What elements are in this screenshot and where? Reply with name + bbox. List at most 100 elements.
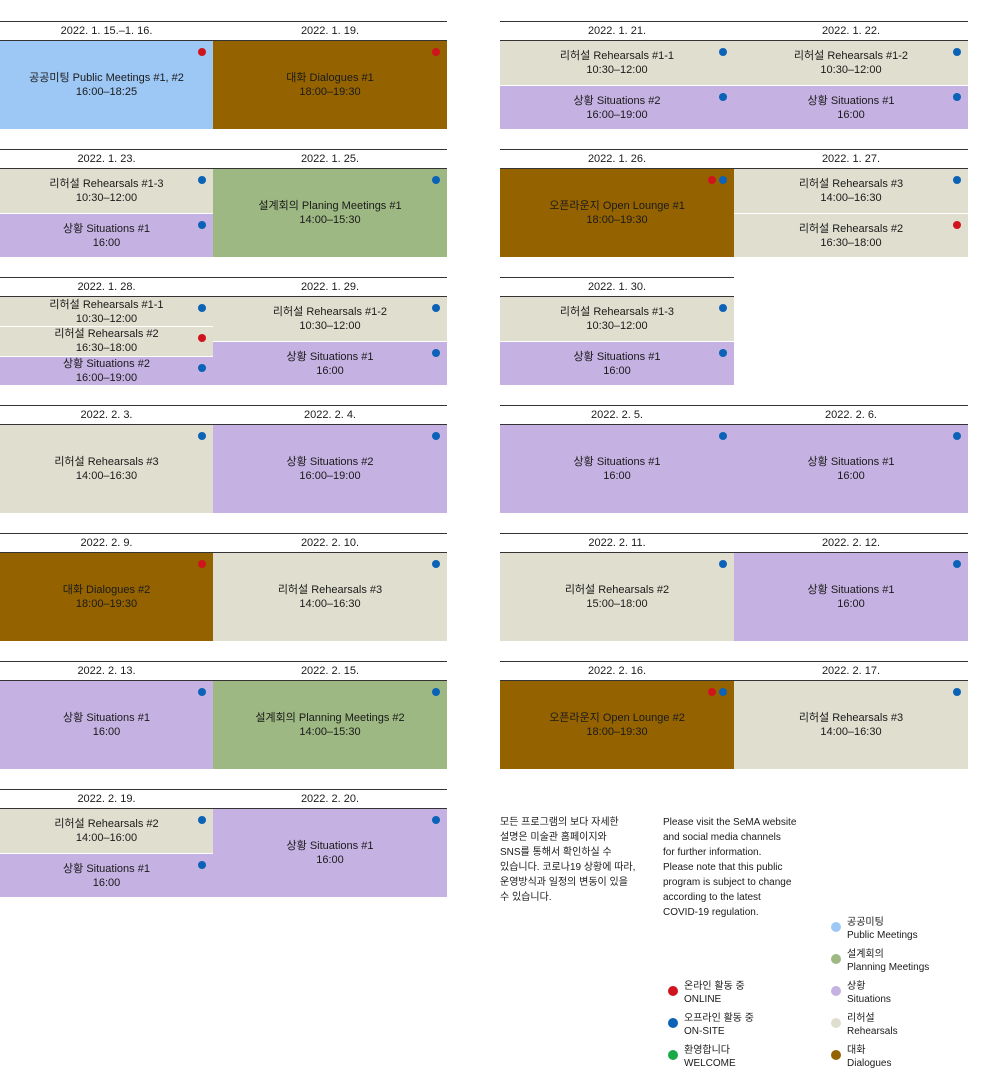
event-time: 16:30–18:00	[820, 236, 882, 249]
onsite-status-dot-icon	[719, 93, 727, 101]
online-dot-icon	[668, 986, 678, 996]
note-line: Please visit the SeMA website	[663, 817, 797, 828]
event-rehearsals[interactable]: 리허설 Rehearsals #1-2 10:30–12:00	[213, 297, 447, 341]
event-time: 14:00–16:30	[75, 470, 138, 482]
day-date: 2022. 1. 29.	[213, 277, 447, 297]
event-title: 상황 Situations #2	[63, 357, 150, 370]
onsite-dot-icon	[668, 1018, 678, 1028]
event-time: 18:00–19:30	[299, 86, 361, 98]
event-time: 10:30–12:00	[75, 192, 138, 204]
event-time: 16:00	[92, 236, 121, 249]
event-title: 리허설 Rehearsals #3	[54, 456, 159, 468]
welcome-dot-icon	[668, 1050, 678, 1060]
event-title: 대화 Dialogues #1	[286, 72, 374, 84]
note-line: and social media channels	[663, 832, 781, 843]
online-status-dot-icon	[708, 688, 716, 696]
event-title: 리허설 Rehearsals #1-2	[272, 306, 388, 318]
onsite-status-dot-icon	[953, 176, 961, 184]
day-date: 2022. 1. 30.	[500, 277, 734, 297]
event-title: 상황 Situations #1	[573, 350, 661, 363]
event-title: 리허설 Rehearsals #1-1	[559, 50, 675, 62]
onsite-status-dot-icon	[953, 560, 961, 568]
event-time: 16:00	[316, 854, 344, 866]
event-title: 오픈라운지 Open Lounge #2	[549, 712, 685, 724]
event-title: 상황 Situations #1	[63, 222, 150, 235]
day-date: 2022. 2. 16.	[500, 661, 734, 681]
day-date: 2022. 2. 19.	[0, 789, 213, 809]
legend-label-en: Rehearsals	[847, 1026, 898, 1037]
day-date: 2022. 2. 12.	[734, 533, 968, 553]
day-cell: 2022. 1. 19. 대화 Dialogues #1 18:00–19:30	[213, 21, 447, 129]
event-time: 10:30–12:00	[299, 320, 361, 332]
onsite-status-dot-icon	[432, 688, 440, 696]
day-date: 2022. 2. 17.	[734, 661, 968, 681]
situations-dot-icon	[831, 986, 841, 996]
event-title: 상황 Situations #2	[286, 456, 374, 468]
day-date: 2022. 2. 15.	[213, 661, 447, 681]
event-time: 10:30–12:00	[820, 64, 882, 76]
event-title: 리허설 Rehearsals #3	[798, 712, 904, 724]
event-title: 리허설 Rehearsals #2	[54, 818, 159, 830]
onsite-status-dot-icon	[719, 432, 727, 440]
event-time: 16:00	[92, 726, 121, 738]
onsite-status-dot-icon	[198, 221, 206, 229]
day-date: 2022. 1. 21.	[500, 21, 734, 41]
day-date: 2022. 2. 9.	[0, 533, 213, 553]
event-title: 설계회의 Planing Meetings #1	[258, 200, 402, 212]
onsite-status-dot-icon	[719, 48, 727, 56]
event-title: 상황 Situations #1	[286, 350, 374, 363]
event-title: 리허설 Rehearsals #1-2	[793, 50, 909, 62]
day-date: 2022. 1. 15.–1. 16.	[0, 21, 213, 41]
event-rehearsals[interactable]: 리허설 Rehearsals #3 14:00–16:30	[0, 425, 213, 513]
note-line: for further information.	[663, 847, 762, 858]
legend-label-ko: 대화	[847, 1045, 866, 1056]
legend-label-ko: 상황	[847, 981, 866, 992]
event-time: 16:00	[603, 470, 631, 482]
event-rehearsals[interactable]: 리허설 Rehearsals #1-2 10:30–12:00	[734, 41, 968, 85]
day-date: 2022. 1. 19.	[213, 21, 447, 41]
note-line: COVID-19 regulation.	[663, 907, 759, 918]
event-time: 16:00–19:00	[586, 108, 648, 121]
event-time: 14:00–15:30	[299, 726, 361, 738]
event-dialogues[interactable]: 대화 Dialogues #1 18:00–19:30	[213, 41, 447, 129]
